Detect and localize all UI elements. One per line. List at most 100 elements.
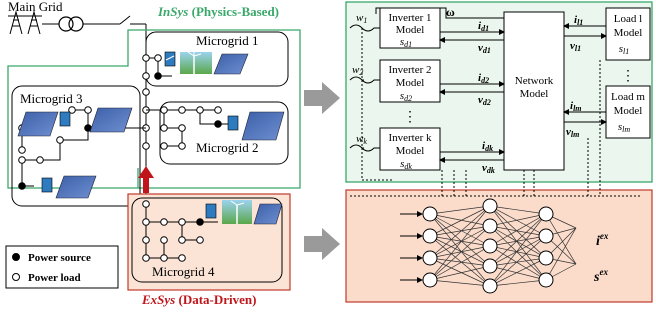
nn-edge	[545, 213, 577, 265]
nn-edge	[489, 213, 547, 247]
nn-edge	[489, 279, 547, 287]
nn-edge	[489, 205, 547, 215]
legend-power-source: Power source	[28, 252, 91, 264]
svg-text:Model: Model	[396, 145, 425, 157]
nn-output-s: sex	[593, 267, 608, 285]
ilm-label: ilm	[570, 100, 582, 113]
load-l-model: Load l Model sl1	[605, 7, 651, 61]
nn-edge	[429, 205, 491, 281]
nn-edge	[429, 235, 491, 267]
nn-edge	[429, 225, 491, 237]
nn-edge	[429, 205, 491, 237]
microgrid-1-network	[142, 54, 172, 80]
il1-label: il1	[574, 14, 583, 27]
svg-text:Load l: Load l	[614, 13, 642, 25]
inverter-2-model: Inverter 2 Model sd2	[379, 59, 441, 103]
svg-text:slm: slm	[618, 121, 631, 134]
microgrid-2-network	[146, 106, 236, 150]
inverter-ellipsis: ⋮	[403, 110, 417, 125]
nn-edge	[429, 205, 491, 215]
nn-edge	[489, 225, 547, 237]
network-model	[503, 11, 565, 171]
inverter-icon	[205, 203, 217, 219]
wk-label: wk	[356, 133, 367, 146]
solar-panel-icon	[89, 107, 133, 133]
nn-neuron	[422, 228, 438, 244]
inverter-icon	[41, 177, 53, 193]
nn-neuron	[482, 218, 498, 234]
microgrid-2-label: Microgrid 2	[196, 140, 258, 155]
power-source-icon	[12, 253, 20, 261]
vd2-label: vd2	[478, 94, 491, 107]
svg-text:Inverter k: Inverter k	[388, 132, 432, 144]
nn-edge	[489, 235, 547, 247]
nn-edge	[429, 257, 491, 267]
inverter-icon	[227, 115, 239, 131]
nn-edge	[489, 245, 547, 259]
nn-edge	[489, 235, 547, 287]
left-system-panel: Main Grid InSys (Physics-Based) Microgri…	[5, 0, 301, 307]
microgrid-3-label: Microgrid 3	[20, 91, 82, 106]
svg-text:sd2: sd2	[400, 90, 412, 103]
load-signals	[563, 23, 607, 125]
nn-edge	[489, 257, 547, 267]
svg-text:sd1: sd1	[400, 36, 412, 49]
nn-edge	[489, 257, 547, 287]
wind-turbine-icon	[180, 50, 212, 74]
load-ellipsis: ⋮	[621, 69, 635, 84]
nn-neuron	[538, 272, 554, 288]
nn-edge	[489, 205, 547, 237]
idk-label: idk	[482, 140, 493, 153]
svg-text:sl1: sl1	[619, 43, 630, 56]
w2-label: w2	[352, 64, 363, 77]
nn-neuron	[422, 250, 438, 266]
svg-text:Model: Model	[614, 105, 643, 117]
solar-panel-icon	[55, 175, 97, 199]
microgrid-2-box	[159, 101, 289, 165]
inverter-signals	[439, 29, 505, 163]
nn-edge	[489, 205, 547, 259]
nn-edge	[429, 213, 491, 247]
vd1-label: vd1	[478, 42, 491, 55]
inverter-icon	[164, 51, 176, 67]
vdk-label: vdk	[482, 162, 495, 175]
solar-panel-icon	[213, 53, 249, 75]
svg-text:Model: Model	[396, 77, 425, 89]
nn-neuron	[482, 278, 498, 294]
nn-edge	[489, 213, 547, 267]
nn-edge	[429, 225, 491, 259]
gray-right-arrow-bottom	[304, 228, 340, 260]
load-m-model: Load m Model slm	[605, 85, 651, 139]
svg-text:Model: Model	[396, 24, 425, 36]
transformer-icon	[58, 16, 84, 32]
svg-text:Inverter 1: Inverter 1	[388, 12, 431, 24]
omega-line	[375, 7, 504, 19]
svg-text:sdk: sdk	[400, 158, 412, 171]
gray-right-arrow-top	[304, 82, 340, 114]
nn-edge	[429, 265, 491, 281]
svg-text:Inverter 2: Inverter 2	[388, 64, 431, 76]
omega-label: ω	[446, 5, 455, 19]
nn-edge	[489, 205, 547, 281]
nn-neuron	[482, 258, 498, 274]
nn-edge	[429, 245, 491, 281]
solar-panel-icon	[253, 203, 283, 225]
nn-edge	[429, 205, 491, 259]
nn-edge	[429, 235, 491, 247]
inverter-k-model: Inverter k Model sdk	[379, 127, 441, 171]
microgrid-1-label: Microgrid 1	[196, 33, 258, 48]
breaker-switch	[119, 15, 131, 25]
nn-neuron	[422, 206, 438, 222]
exsys-nn-panel	[345, 189, 653, 303]
wind-turbine-icon	[222, 200, 252, 224]
nn-edge	[429, 213, 491, 287]
nn-neuron	[482, 198, 498, 214]
microgrid-4-box	[131, 197, 283, 283]
microgrid-4-label: Microgrid 4	[152, 264, 215, 279]
nn-edge	[429, 235, 491, 287]
nn-edge	[429, 279, 491, 287]
svg-text:Network: Network	[515, 75, 554, 87]
inverter-icon	[59, 111, 71, 127]
nn-edge	[429, 245, 491, 259]
nn-connectors	[350, 60, 640, 197]
